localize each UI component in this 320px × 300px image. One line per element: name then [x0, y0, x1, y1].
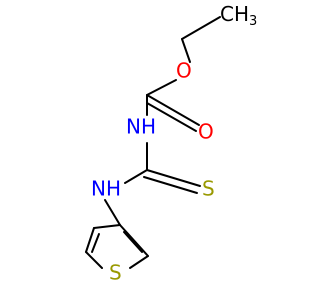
- atom-labels: CH3 O O NH S NH S: [91, 2, 257, 285]
- bond-oxygen-carbonyl: [146, 79, 177, 96]
- bond-thiocarbonyl-nh: [124, 169, 148, 184]
- bond-thiocarbonyl-double-2: [143, 176, 198, 194]
- bonds: [85, 16, 221, 269]
- atom-ring-sulfur-label: S: [109, 261, 122, 285]
- ring-bond-s-c5: [85, 251, 103, 269]
- bond-thiocarbonyl-double-1: [146, 169, 201, 187]
- atom-nh-carbamate-label: NH: [126, 115, 156, 139]
- atom-methyl-label: CH3: [220, 2, 257, 29]
- bond-nh-ring: [104, 199, 121, 226]
- ring-bond-c5-c4: [85, 227, 95, 253]
- ring-bond-c4-c3: [93, 224, 121, 229]
- ring-inner-bond-2: [91, 233, 100, 253]
- bond-carbonyl-double-2: [146, 102, 197, 132]
- atom-carbonyl-oxygen-label: O: [198, 120, 214, 144]
- bond-methyl-methylene: [181, 16, 221, 40]
- atom-ester-oxygen-label: O: [176, 59, 192, 83]
- bond-carbonyl-double-1: [146, 94, 200, 126]
- bond-methylene-oxygen: [181, 38, 191, 63]
- ring-bond-c3-c2: [119, 224, 149, 257]
- atom-thiocarbonyl-sulfur-label: S: [202, 177, 215, 201]
- ring-inner-bond-1: [123, 231, 143, 253]
- molecule-diagram: CH3 O O NH S NH S: [85, 2, 257, 285]
- ring-bond-c2-s: [129, 255, 149, 269]
- atom-nh-thiourea-label: NH: [91, 177, 121, 201]
